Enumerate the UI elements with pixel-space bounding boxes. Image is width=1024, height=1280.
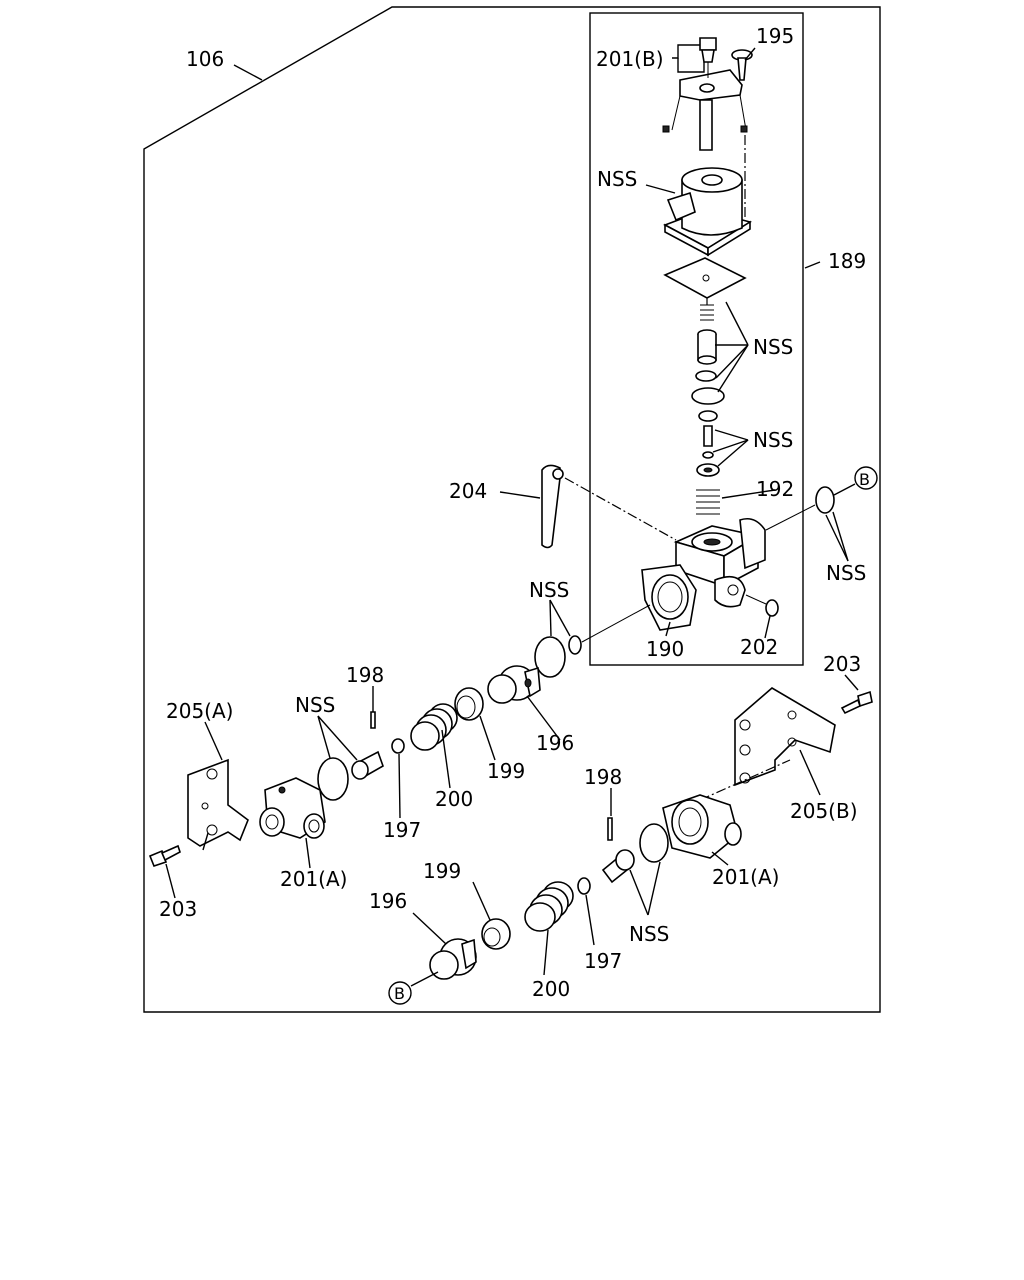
valve-body-190 (641, 517, 766, 631)
o-ring-2 (691, 387, 725, 405)
label-204: 204 (449, 479, 487, 503)
bolt-201b (699, 37, 717, 63)
label-199-lower: 199 (423, 859, 461, 883)
label-nss-valve1: NSS (753, 335, 793, 359)
label-nss-center: NSS (529, 578, 569, 602)
assembly-frame (143, 6, 881, 1013)
bracket-205a (187, 758, 249, 847)
o-ring-left (317, 757, 349, 801)
o-ring-center-large (534, 636, 566, 678)
bolt-203-left (148, 844, 181, 867)
label-198-right: 198 (584, 765, 622, 789)
pin-198-right (607, 817, 613, 841)
ring-199-upper-inner (456, 695, 476, 719)
label-nss-solenoid: NSS (597, 167, 637, 191)
spring-197-lower (577, 877, 591, 895)
circle-b-bottom-marker (388, 981, 412, 1005)
label-203-right: 203 (823, 652, 861, 676)
label-201a-right: 201(A) (712, 865, 779, 889)
ring-199-lower (481, 918, 511, 950)
label-190: 190 (646, 637, 684, 661)
valve-seat (696, 463, 720, 477)
housing-201a-left (259, 777, 326, 839)
circle-b-top-marker (854, 466, 878, 490)
label-196-upper: 196 (536, 731, 574, 755)
label-202: 202 (740, 635, 778, 659)
label-205b: 205(B) (790, 799, 858, 823)
spring-192 (696, 489, 720, 515)
label-nss-right: NSS (826, 561, 866, 585)
screw-195 (731, 49, 753, 81)
plunger (697, 329, 717, 365)
o-ring-1 (695, 370, 717, 382)
ring-199-lower-inner (483, 927, 501, 947)
label-189: 189 (828, 249, 866, 273)
label-nss-lower: NSS (629, 922, 669, 946)
label-192: 192 (756, 477, 794, 501)
label-196-lower: 196 (369, 889, 407, 913)
bracket-205b (734, 687, 836, 787)
label-195: 195 (756, 24, 794, 48)
solenoid-group-frame (589, 12, 804, 666)
label-197-lower: 197 (584, 949, 622, 973)
o-ring-3 (698, 410, 718, 422)
gasket-plate (663, 257, 747, 299)
o-ring-202 (765, 599, 779, 617)
solenoid-bracket (662, 69, 748, 151)
label-201a-left: 201(A) (280, 867, 347, 891)
cap-196-upper (487, 665, 541, 704)
bolt-203-right (840, 690, 873, 715)
bellows-200-lower (524, 881, 574, 932)
label-nss-left: NSS (295, 693, 335, 717)
label-200-lower: 200 (532, 977, 570, 1001)
label-205a: 205(A) (166, 699, 233, 723)
leader-lines (165, 44, 859, 987)
valve-pin (703, 425, 713, 447)
label-197-upper: 197 (383, 818, 421, 842)
small-washer (702, 451, 714, 459)
label-201b: 201(B) (596, 47, 664, 71)
o-ring-right (639, 823, 669, 863)
o-ring-center-small (568, 635, 582, 655)
spring-197-upper (391, 738, 405, 754)
bellows-200-upper (410, 703, 458, 751)
piston-lower (601, 849, 635, 884)
valve-spring-small (700, 304, 714, 321)
label-106: 106 (186, 47, 224, 71)
label-circle-b-bottom: B (394, 984, 405, 1003)
housing-201a-right (662, 794, 742, 859)
lever-204 (541, 464, 564, 549)
label-circle-b-top: B (859, 470, 870, 489)
label-199-upper: 199 (487, 759, 525, 783)
o-ring-b-top (815, 486, 835, 514)
piston-upper (351, 750, 384, 780)
ring-199-upper (454, 687, 484, 721)
label-198-left: 198 (346, 663, 384, 687)
pin-198-left (370, 711, 376, 729)
label-203-left: 203 (159, 897, 197, 921)
solenoid-coil (663, 167, 752, 257)
label-200-upper: 200 (435, 787, 473, 811)
label-nss-valve2: NSS (753, 428, 793, 452)
